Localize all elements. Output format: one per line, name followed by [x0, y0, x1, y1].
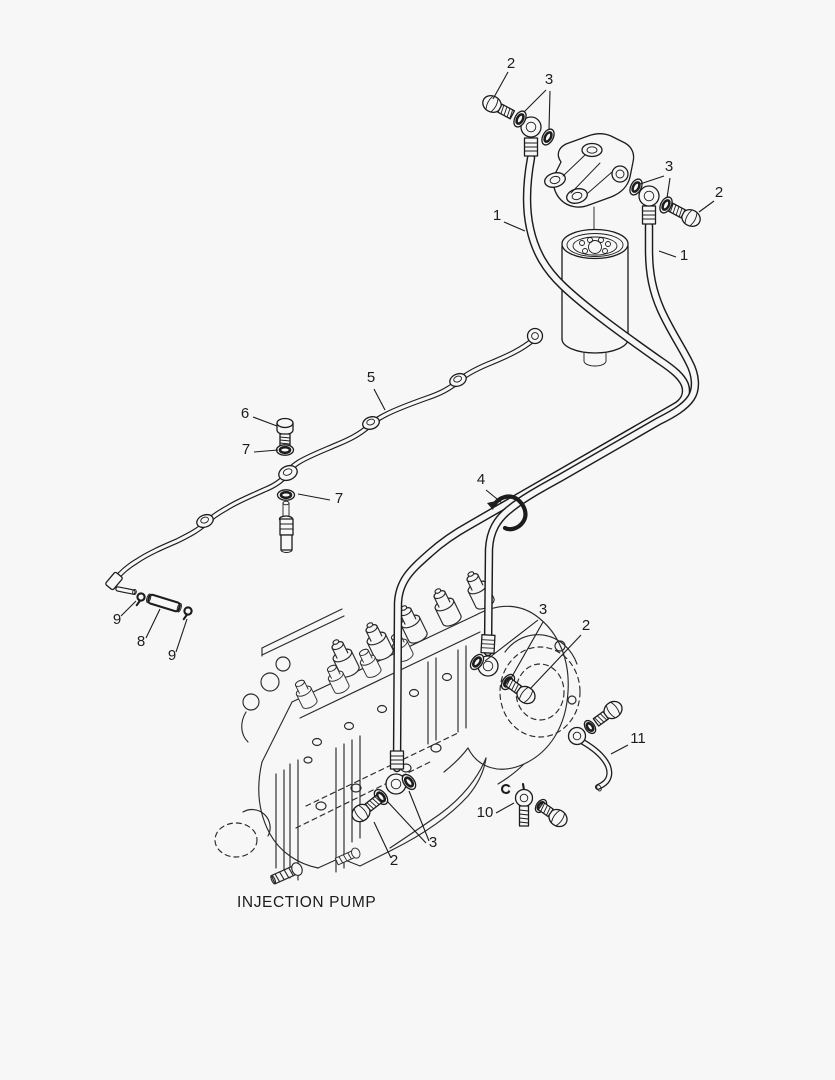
connector-hose-8: [146, 593, 182, 613]
callout-6-leak-off-bolt: 6: [241, 405, 278, 427]
svg-text:6: 6: [241, 405, 249, 422]
fuel-filter-head: [544, 133, 635, 240]
leak-off-elbow: [105, 571, 123, 591]
callout-4-hose-clamp: 4: [477, 471, 503, 504]
svg-text:3: 3: [545, 71, 553, 88]
svg-text:3: 3: [539, 601, 547, 618]
sealing-washer-3: [541, 128, 555, 146]
svg-text:2: 2: [715, 184, 723, 201]
sealing-washer: [583, 719, 597, 735]
hose-clip-9a: [135, 592, 146, 607]
banjo-eye: [385, 773, 407, 795]
hose-crimp-collar: [389, 750, 405, 770]
fuel-hose-right: [483, 221, 700, 657]
banjo-bolt-2: [482, 94, 516, 120]
overflow-valve-10: [500, 782, 534, 827]
fuel-hose-left: [392, 153, 691, 773]
sealing-washer-7b: [276, 489, 296, 501]
svg-text:7: 7: [242, 441, 250, 458]
injection-pump-drawing: [214, 571, 581, 885]
svg-text:7: 7: [335, 490, 343, 507]
hose-clip-9b: [182, 606, 193, 621]
callout-3-lower-washers: 3: [386, 790, 437, 851]
svg-text:9: 9: [113, 611, 121, 628]
callout-5-leak-off-pipe: 5: [367, 369, 386, 411]
callout-2-filter-bolt-left: 2: [492, 55, 515, 100]
banjo-eye: [520, 116, 542, 138]
pipe-union-fitting: [278, 464, 298, 482]
sealing-washer-7a: [275, 444, 295, 456]
svg-text:1: 1: [493, 207, 501, 224]
callout-3-inlet-washers: 3: [484, 601, 547, 681]
sealing-washer-3: [401, 773, 417, 791]
svg-text:2: 2: [390, 852, 398, 869]
callout-1-hose-right: 1: [658, 247, 688, 264]
svg-text:5: 5: [367, 369, 375, 386]
hose-crimp-collar: [480, 634, 496, 654]
callout-8-connector-hose: 8: [137, 608, 161, 650]
hose-clamp-4: [487, 494, 528, 532]
svg-text:1: 1: [680, 247, 688, 264]
svg-text:2: 2: [582, 617, 590, 634]
callout-10-overflow-valve: 10: [477, 802, 515, 821]
fuel-injector: [278, 500, 294, 553]
leak-off-pipe: [105, 327, 544, 596]
banjo-bolt-2: [667, 202, 701, 228]
callout-7-washer-upper: 7: [242, 441, 279, 458]
banjo-bolt-2: [351, 794, 383, 823]
sealing-washer-3: [629, 178, 643, 196]
pipe-bolt: [592, 700, 623, 727]
return-pipe-11: [567, 726, 613, 792]
callout-7-washer-lower: 7: [297, 490, 343, 507]
pipe-union-fitting: [196, 513, 214, 529]
sealing-washer-3: [469, 653, 485, 671]
callout-3-filter-washers-right: 3: [639, 158, 673, 199]
callout-2-filter-bolt-right: 2: [698, 184, 723, 213]
svg-text:2: 2: [507, 55, 515, 72]
svg-text:8: 8: [137, 633, 145, 650]
banjo-bolt-2: [504, 677, 536, 705]
svg-text:4: 4: [477, 471, 485, 488]
callout-2-lower-bolt: 2: [373, 821, 398, 869]
hose-crimp-collar: [641, 205, 657, 225]
callout-9-clip-left: 9: [113, 600, 137, 628]
diagram-caption: INJECTION PUMP: [237, 894, 376, 911]
banjo-eye: [638, 185, 660, 207]
fuel-filter-canister: [561, 228, 629, 367]
callout-3-filter-washers-left: 3: [523, 71, 553, 130]
svg-text:3: 3: [429, 834, 437, 851]
callout-1-hose-left: 1: [493, 207, 526, 232]
hose-crimp-collar: [523, 137, 539, 157]
callouts: 2 3 3 2 1 1 5 6: [113, 55, 723, 869]
svg-text:11: 11: [630, 730, 646, 747]
svg-text:10: 10: [477, 804, 494, 821]
svg-text:9: 9: [168, 647, 176, 664]
pipe-union-fitting: [449, 372, 467, 388]
valve-bolt: [537, 801, 568, 828]
pipe-union-fitting: [362, 416, 380, 430]
svg-text:3: 3: [665, 158, 673, 175]
sealing-washer-3: [513, 110, 527, 128]
callout-11-return-pipe: 11: [610, 730, 646, 755]
leak-off-banjo-eye: [526, 327, 544, 345]
callout-9-clip-right: 9: [168, 618, 188, 664]
leak-off-bolt: [276, 417, 294, 447]
callout-2-inlet-bolt: 2: [529, 617, 590, 690]
